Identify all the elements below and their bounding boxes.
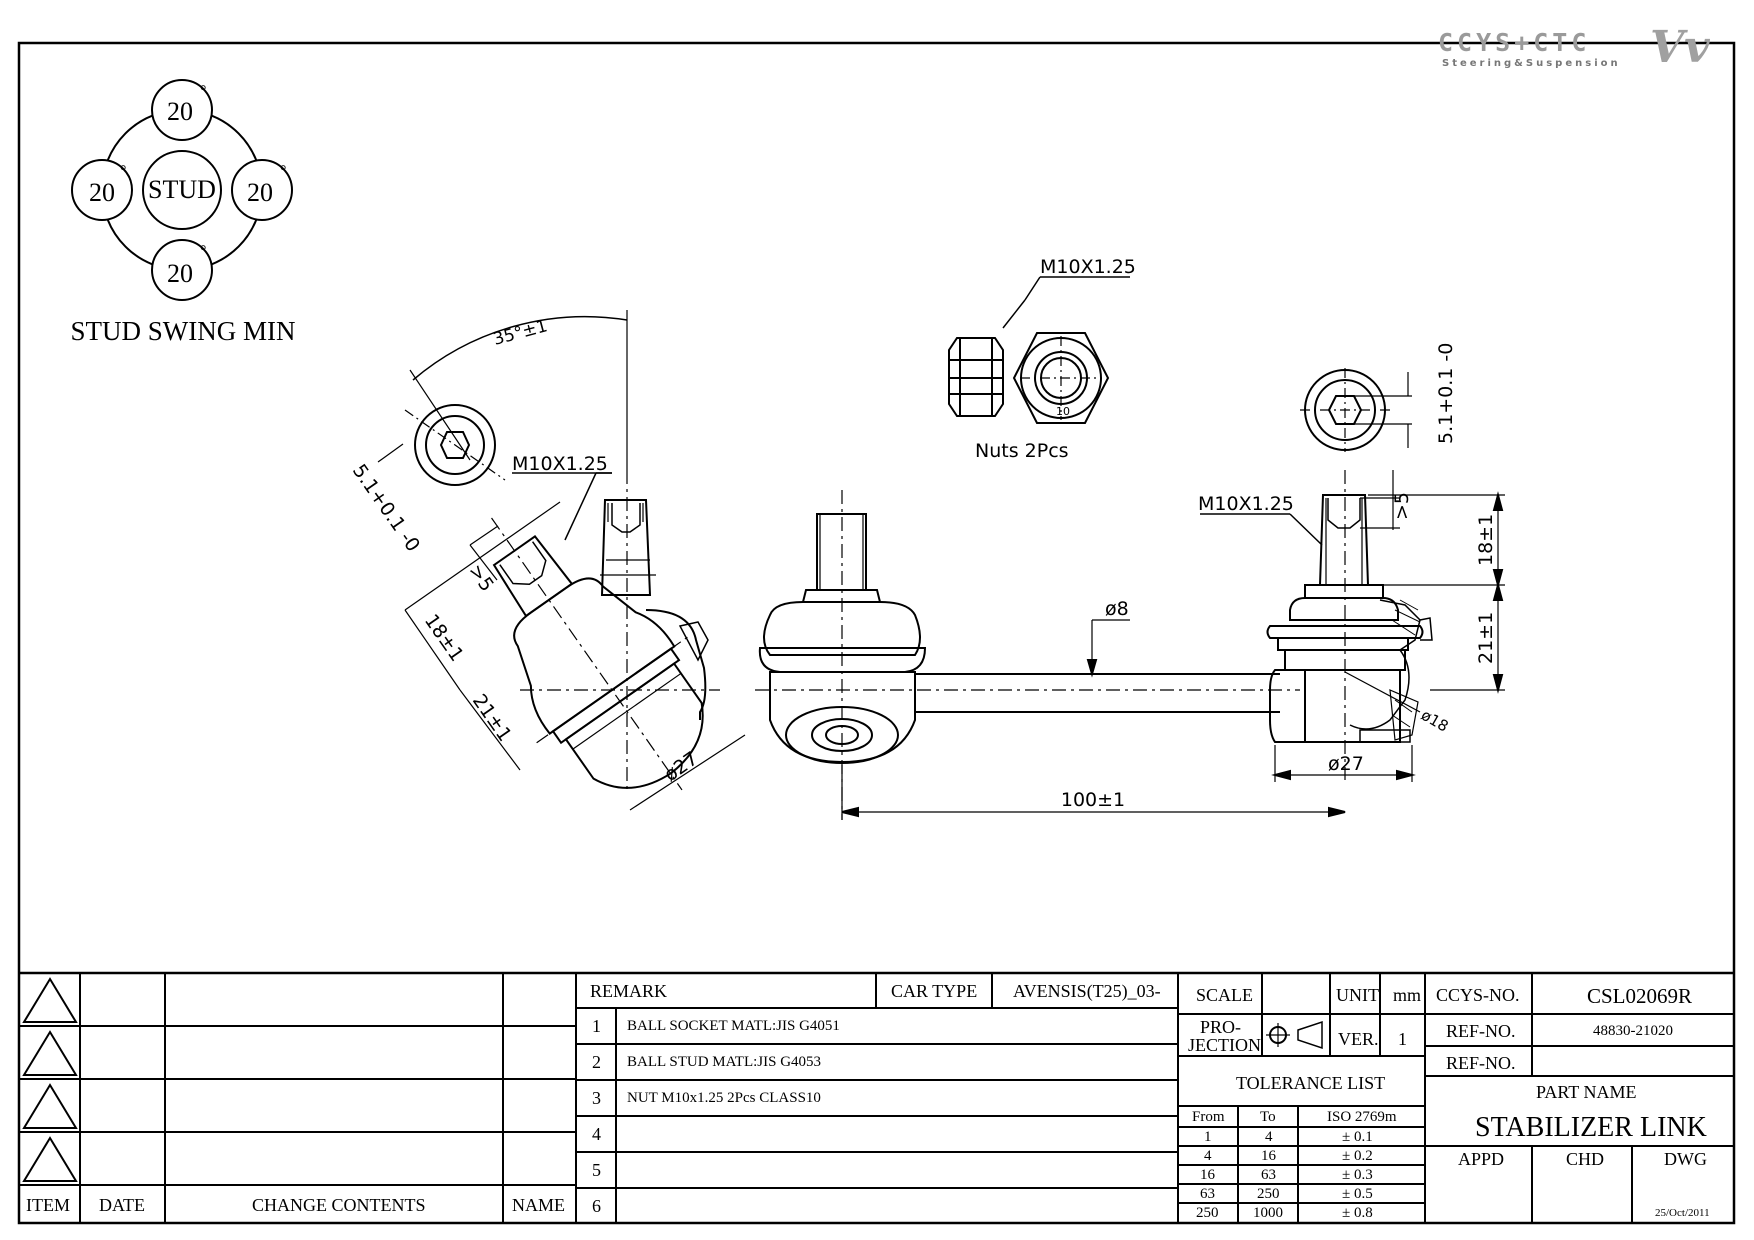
swing-angle-bottom: 20 (167, 259, 193, 288)
tolerance-iso-3: ± 0.3 (1342, 1167, 1373, 1183)
projection-label-2: JECTION (1188, 1035, 1261, 1055)
tolerance-from-1: 1 (1204, 1129, 1212, 1145)
remark-no-6: 6 (592, 1196, 601, 1216)
remark-text-1: BALL SOCKET MATL:JIS G4051 (627, 1018, 840, 1034)
degree-mark-top: ° (200, 83, 206, 100)
ccys-no-label: CCYS-NO. (1436, 985, 1520, 1005)
appd-label: APPD (1458, 1149, 1505, 1169)
nut-side-view (948, 337, 1004, 417)
unit-value: mm (1393, 985, 1422, 1005)
ref-no-label-1: REF-NO. (1446, 1021, 1516, 1041)
hex-tolerance-left: 5.1+0.1 -0 (348, 460, 424, 556)
remark-header: REMARK (590, 981, 668, 1001)
tolerance-from-3: 16 (1200, 1167, 1215, 1183)
dia18-label: ø18 (1418, 706, 1451, 736)
tolerance-iso-5: ± 0.8 (1342, 1205, 1373, 1221)
tolerance-header-iso: ISO 2769m (1327, 1109, 1397, 1125)
ver-value: 1 (1398, 1029, 1407, 1049)
dwg-label: DWG (1664, 1149, 1707, 1169)
swing-angle-top: 20 (167, 97, 193, 126)
tolerance-from-4: 63 (1200, 1186, 1215, 1202)
sheet-border (17, 41, 1736, 1225)
thread-right-label: M10X1.25 (1198, 493, 1294, 515)
min5-right: >5 (1391, 492, 1413, 520)
tolerance-to-3: 63 (1261, 1167, 1276, 1183)
tolerance-to-2: 16 (1261, 1148, 1276, 1164)
chd-label: CHD (1566, 1149, 1605, 1169)
h21-left: 21±1 (468, 690, 516, 745)
remark-no-1: 1 (592, 1016, 601, 1036)
right-ball-joint (1200, 470, 1505, 782)
tolerance-iso-4: ± 0.5 (1342, 1186, 1373, 1202)
swing-center-label: STUD (148, 175, 216, 204)
nut-size-label: 10 (1056, 405, 1070, 418)
tolerance-iso-1: ± 0.1 (1342, 1129, 1373, 1145)
nut-front-view (1002, 276, 1130, 424)
part-name-label: PART NAME (1536, 1082, 1637, 1102)
scale-label: SCALE (1196, 985, 1254, 1005)
ref-no-value-1: 48830-21020 (1593, 1023, 1673, 1039)
ver-label: VER. (1338, 1029, 1379, 1049)
tolerance-iso-2: ± 0.2 (1342, 1148, 1373, 1164)
tolerance-header-from: From (1192, 1109, 1225, 1125)
dia27-right: ø27 (1328, 753, 1364, 775)
drawing-date: 25/Oct/2011 (1655, 1207, 1710, 1219)
company-logo: CCYS+CTC Steering&Suspension Vv (1438, 22, 1710, 80)
tolerance-to-4: 250 (1257, 1186, 1280, 1202)
dia27-left: ø27 (660, 748, 702, 787)
center-ball-joint (755, 490, 1346, 820)
tolerance-title: TOLERANCE LIST (1236, 1073, 1386, 1093)
revision-header-date: DATE (99, 1195, 145, 1215)
degree-mark-bottom: ° (200, 243, 206, 260)
h18-left: 18±1 (420, 610, 468, 665)
dia8-label: ø8 (1105, 598, 1129, 620)
unit-label: UNIT (1336, 985, 1379, 1005)
car-type-value: AVENSIS(T25)_03- (1013, 981, 1161, 1001)
remark-no-2: 2 (592, 1052, 601, 1072)
hex-tolerance-right: 5.1+0.1 -0 (1435, 343, 1457, 444)
part-name-value: STABILIZER LINK (1475, 1112, 1707, 1143)
remark-no-5: 5 (592, 1160, 601, 1180)
nut-thread-label: M10X1.25 (1040, 256, 1136, 278)
left-ball-joint (377, 310, 746, 811)
tolerance-header-to: To (1260, 1109, 1276, 1125)
tolerance-from-2: 4 (1204, 1148, 1212, 1164)
revision-header-change: CHANGE CONTENTS (252, 1195, 426, 1215)
nuts-caption: Nuts 2Pcs (975, 440, 1069, 462)
h18-right: 18±1 (1475, 514, 1497, 566)
thread-left-label: M10X1.25 (512, 453, 608, 475)
tolerance-to-1: 4 (1265, 1129, 1273, 1145)
remark-no-4: 4 (592, 1124, 601, 1144)
ref-no-label-2: REF-NO. (1446, 1053, 1516, 1073)
length-label: 100±1 (1061, 789, 1125, 811)
remark-text-2: BALL STUD MATL:JIS G4053 (627, 1054, 822, 1070)
revision-header-item: ITEM (26, 1195, 70, 1215)
swing-angle-right: 20 (247, 178, 273, 207)
remark-text-3: NUT M10x1.25 2Pcs CLASS10 (627, 1090, 821, 1106)
ccys-no-value: CSL02069R (1587, 984, 1693, 1008)
angle-label: 35°±1 (491, 316, 549, 350)
stud-swing-diagram (71, 79, 293, 301)
logo-mark-icon: Vv (1650, 22, 1710, 73)
right-hex-end-view (1300, 368, 1412, 452)
title-block-grid (19, 971, 1734, 1223)
revision-header-name: NAME (512, 1195, 565, 1215)
remark-no-3: 3 (592, 1088, 601, 1108)
tolerance-to-5: 1000 (1253, 1205, 1283, 1221)
logo-tagline: Steering&Suspension (1442, 58, 1621, 69)
h21-right: 21±1 (1475, 612, 1497, 664)
swing-caption: STUD SWING MIN (71, 316, 296, 346)
swing-angle-left: 20 (89, 178, 115, 207)
projection-label-1: PRO- (1200, 1017, 1242, 1037)
logo-brand: CCYS+CTC (1438, 28, 1591, 57)
degree-mark-left: ° (120, 163, 126, 180)
tolerance-from-5: 250 (1196, 1205, 1219, 1221)
car-type-label: CAR TYPE (891, 981, 978, 1001)
degree-mark-right: ° (280, 163, 286, 180)
